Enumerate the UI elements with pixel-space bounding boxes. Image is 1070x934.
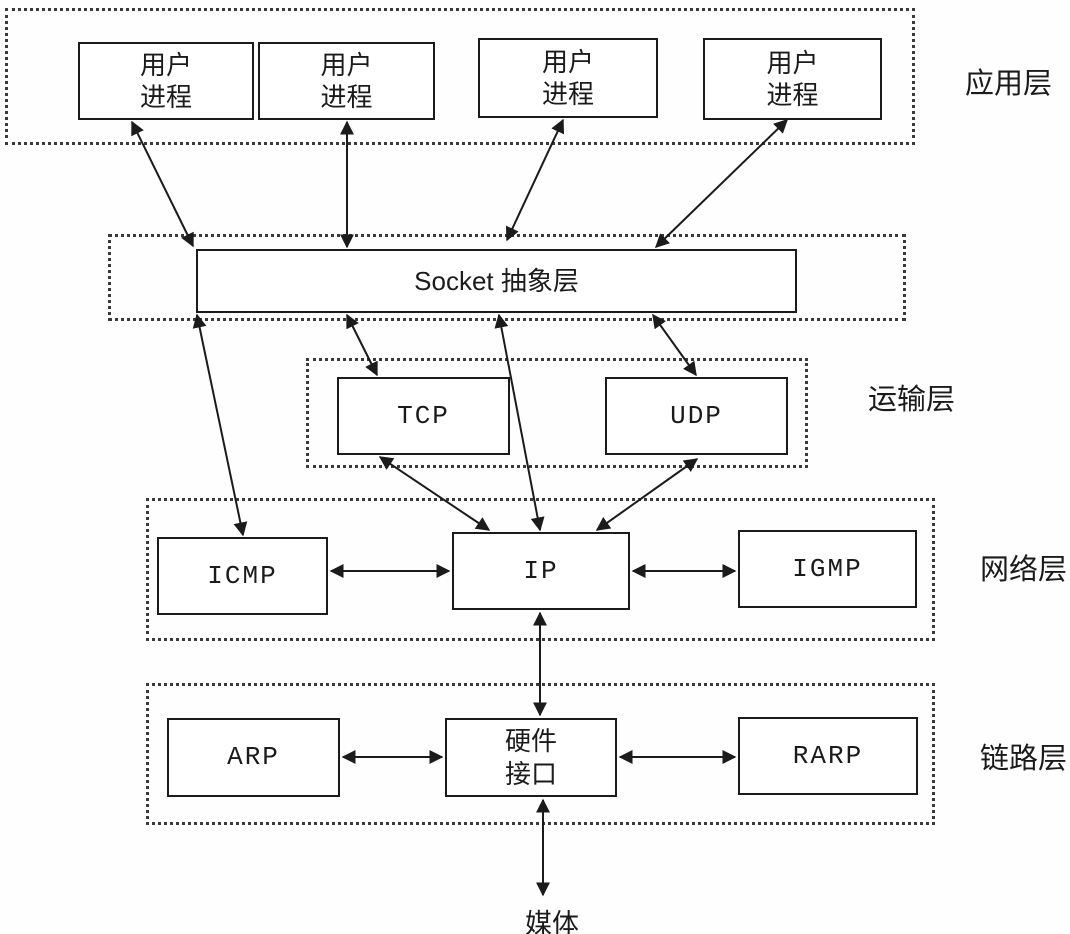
application-layer-region [5,8,915,145]
node-igmp: IGMP [738,530,917,608]
node-user-process-3: 用户 进程 [478,38,658,118]
node-user-process-4: 用户 进程 [703,38,882,120]
node-hardware-interface: 硬件 接口 [445,718,617,797]
node-tcp: TCP [337,377,510,455]
transport-layer-region [306,358,808,468]
node-icmp: ICMP [157,537,328,615]
application-layer-label: 应用层 [965,68,1053,100]
node-arp: ARP [167,718,340,797]
node-rarp: RARP [738,717,918,795]
node-ip: IP [452,532,630,610]
node-user-process-1: 用户 进程 [78,42,254,120]
media-label: 媒体 [525,909,579,934]
node-udp: UDP [605,377,788,455]
link-layer-label: 链路层 [980,743,1068,775]
network-layer-label: 网络层 [980,554,1068,586]
node-socket-abstraction-layer: Socket 抽象层 [196,249,797,313]
node-user-process-2: 用户 进程 [258,42,435,120]
transport-layer-label: 运输层 [868,384,956,416]
